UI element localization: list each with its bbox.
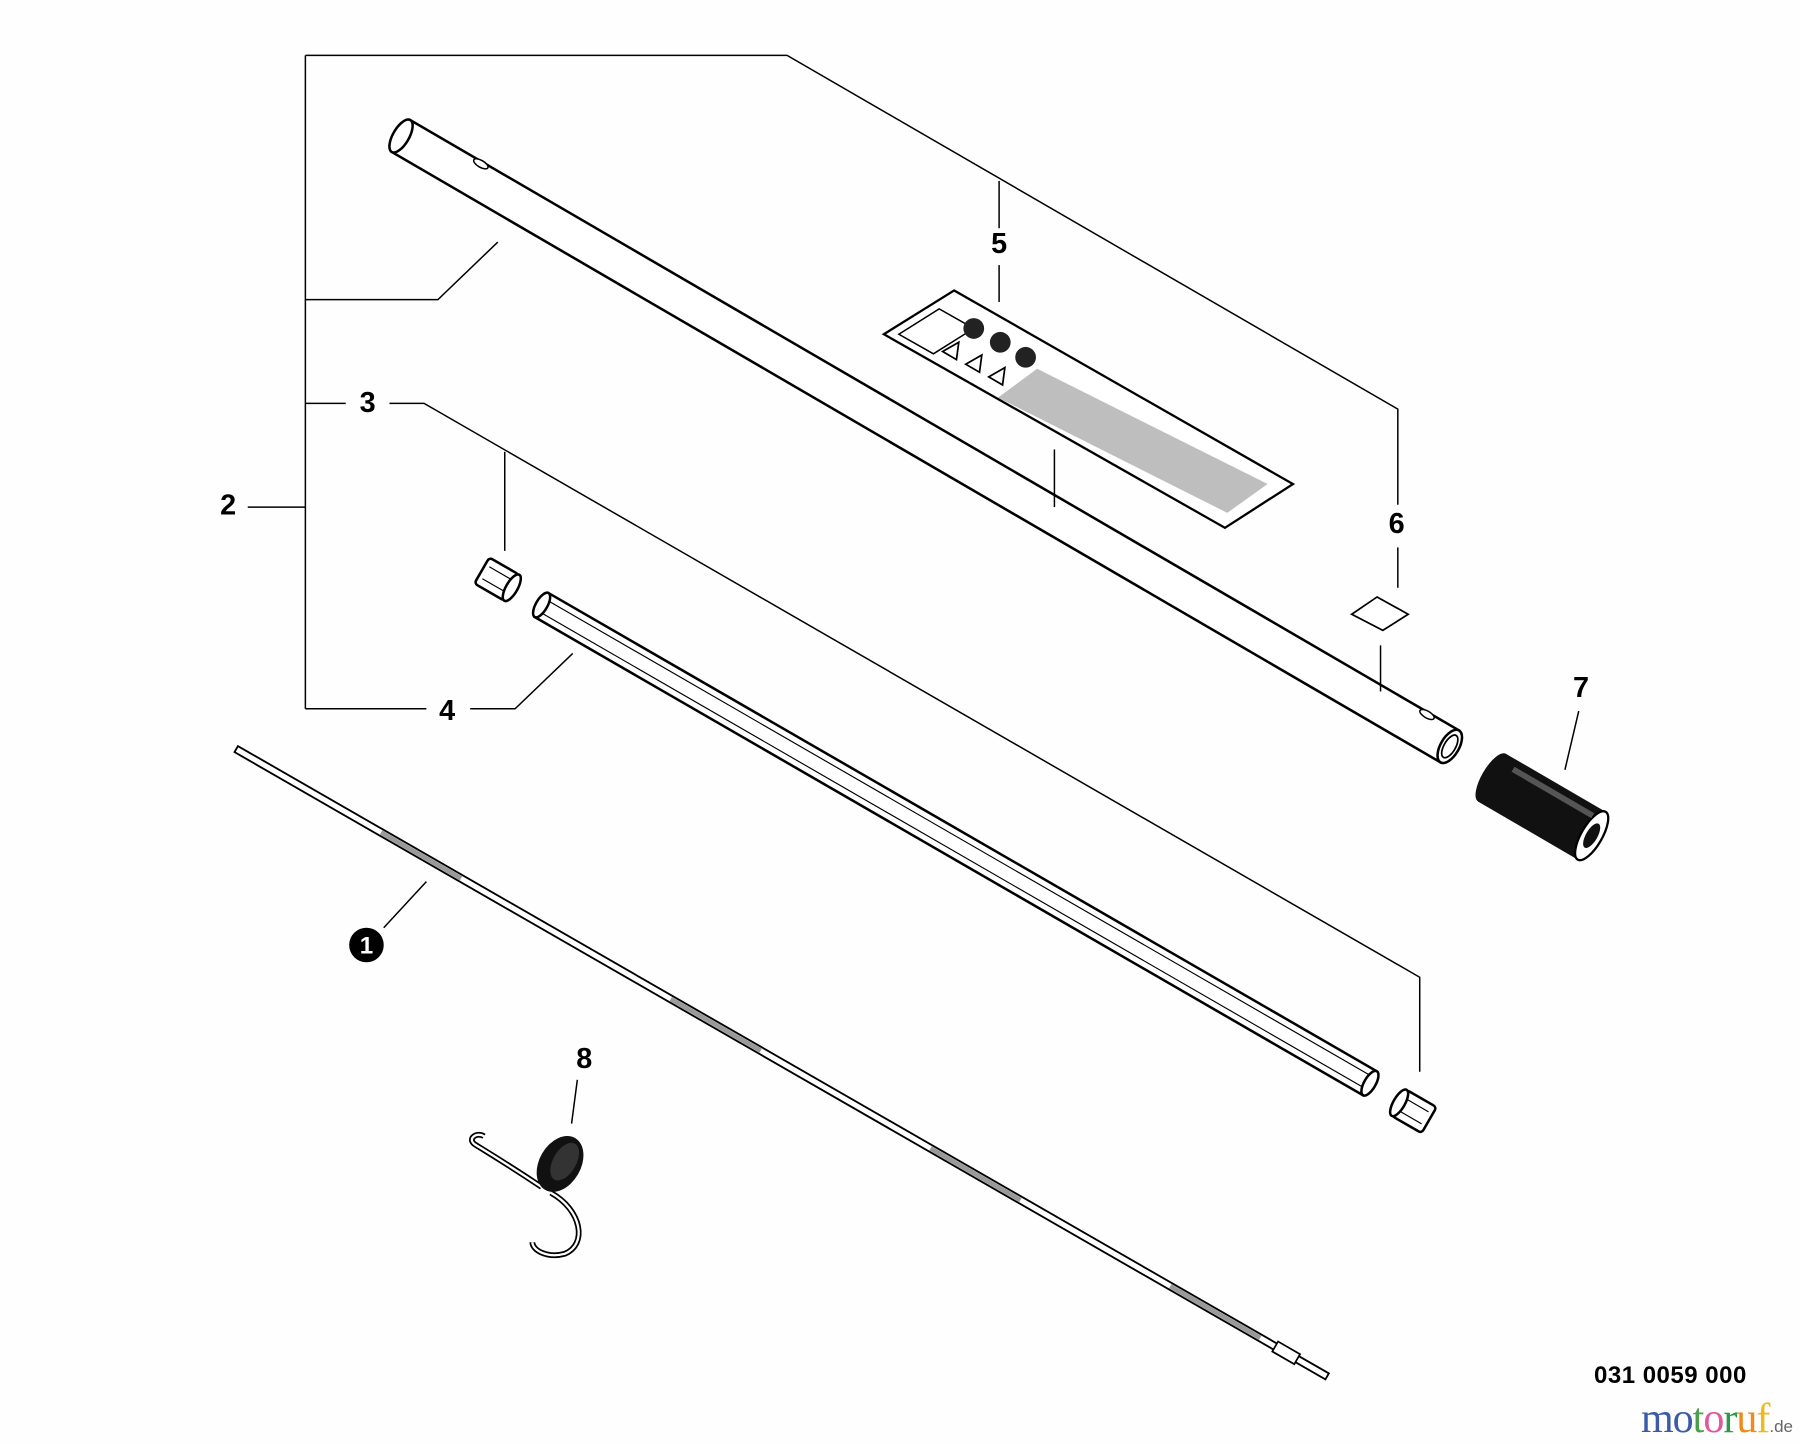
small-label-part [1350,595,1410,632]
leader-lines [247,54,1580,1124]
watermark-letter: u [1736,1396,1757,1442]
callout-4: 4 [439,695,455,727]
callout-8: 8 [576,1043,592,1075]
bushing-right [1388,1088,1437,1134]
outer-tube [388,118,1464,765]
watermark-letter: m [1641,1396,1674,1442]
callout-1: 1 [360,933,373,960]
grip-sleeve [1475,753,1610,862]
watermark-suffix: .de [1769,1417,1793,1436]
watermark-letter: o [1703,1396,1724,1442]
hanger-hook-ring [469,1131,584,1258]
liner [531,591,1380,1097]
callout-6: 6 [1389,508,1405,540]
diagram-number: 031 0059 000 [1594,1362,1747,1389]
warning-decal [881,289,1296,530]
watermark-letter: t [1692,1396,1705,1442]
watermark-letter: o [1672,1396,1694,1442]
callout-3: 3 [360,387,376,419]
bushing-left [474,557,523,603]
watermark-letter: r [1723,1396,1737,1442]
watermark-letter: f [1756,1396,1770,1442]
callout-7: 7 [1573,672,1589,704]
callout-1-badge [349,927,384,963]
callout-5: 5 [991,228,1007,260]
callout-2: 2 [220,490,236,522]
watermark-logo: motoruf.de [1641,1395,1793,1443]
drive-shaft [233,744,1331,1381]
